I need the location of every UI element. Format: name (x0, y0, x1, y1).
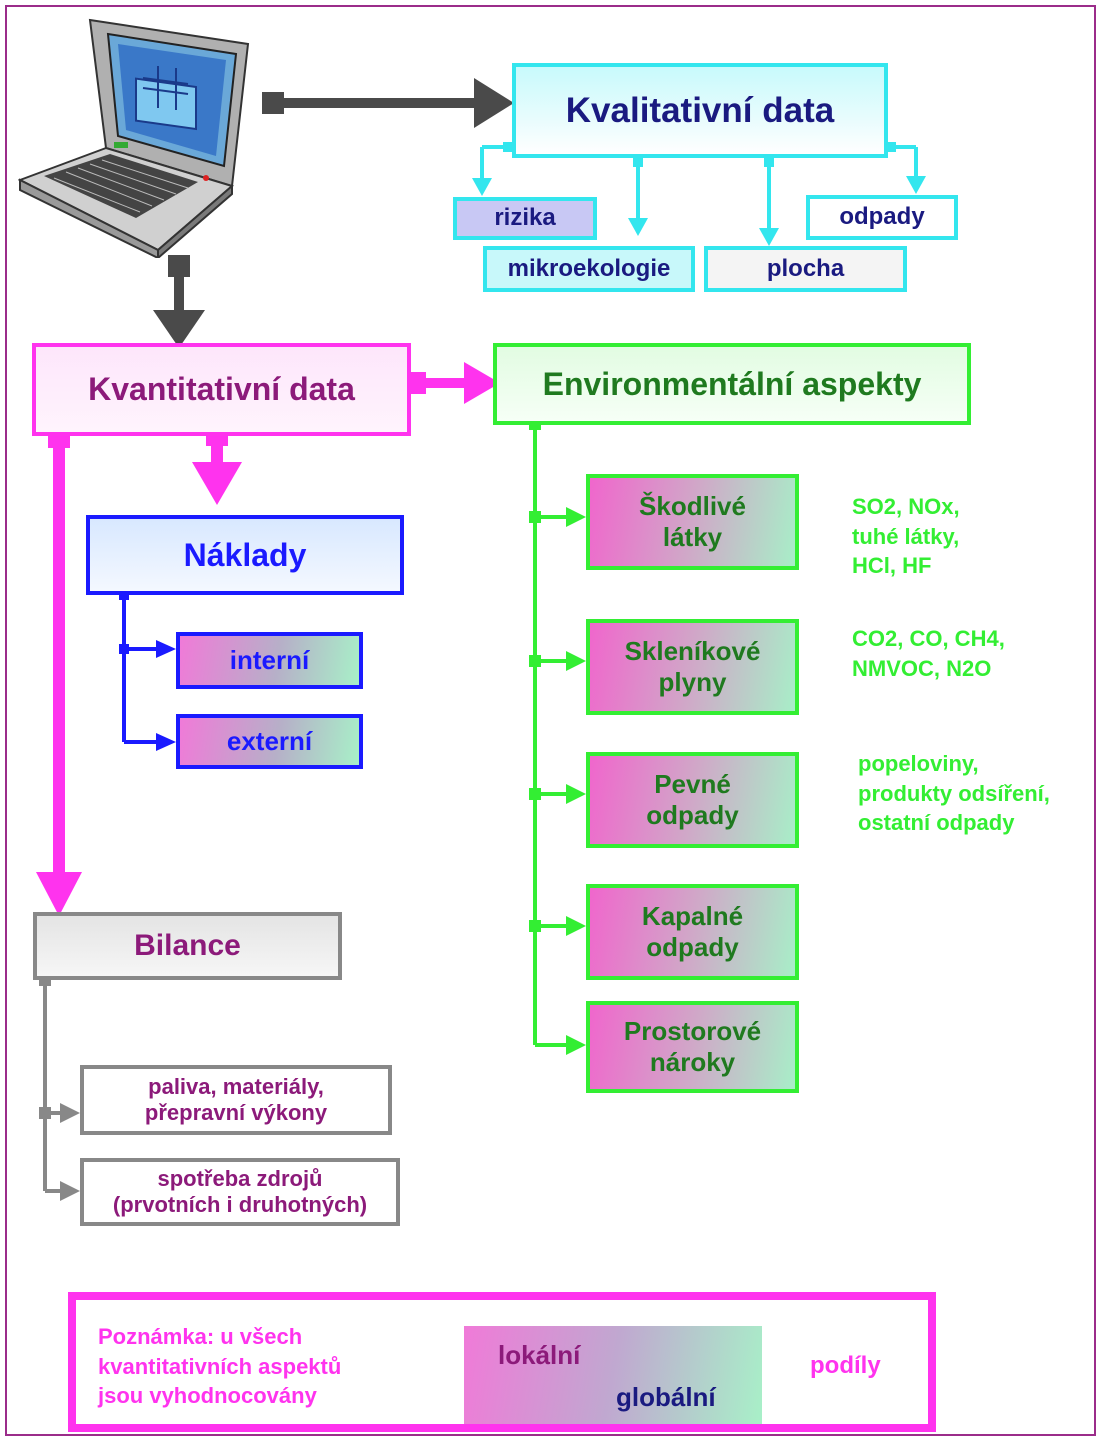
note-line: tuhé látky, (852, 523, 960, 549)
balance-box: Bilance (33, 912, 342, 980)
environmental-item-spatial-demands: Prostorové nároky (586, 1001, 799, 1093)
footnote-line: Poznámka: u všech (98, 1324, 303, 1349)
costs-item-label: externí (226, 725, 313, 756)
qualitative-connectors (472, 142, 926, 246)
environmental-item-label: Pevné (654, 768, 731, 799)
environmental-item-label: odpady (646, 800, 739, 830)
local-global-scale: lokální globální (464, 1326, 762, 1424)
footnote-line: jsou vyhodnocovány (98, 1383, 317, 1409)
footnote-box: Poznámka: u všech kvantitativních aspekt… (68, 1292, 936, 1432)
costs-connectors (119, 590, 176, 751)
note-line: ostatní odpady (858, 810, 1015, 836)
laptop-computer-icon (18, 18, 250, 258)
environmental-item-label: Prostorové (623, 1015, 762, 1046)
arrow-quantitative-to-balance (36, 428, 82, 916)
environmental-connectors (529, 418, 586, 1055)
diagram-frame (5, 5, 1096, 1436)
arrow-quantitative-to-environmental (404, 362, 500, 404)
environmental-item-label: Kapalné (641, 900, 744, 931)
note-line: CO2, CO, CH4, (852, 626, 1005, 651)
arrow-laptop-to-qualitative (262, 78, 514, 128)
arrow-quantitative-to-costs (192, 428, 242, 505)
qualitative-item-odpady: odpady (806, 195, 958, 240)
qualitative-data-box: Kvalitativní data (512, 63, 888, 158)
balance-title: Bilance (134, 929, 241, 962)
note-line: HCl, HF (852, 553, 932, 579)
arrow-laptop-to-quantitative (153, 255, 205, 348)
balance-item-label: (prvotních i druhotných) (112, 1192, 368, 1217)
costs-item-label: interní (229, 644, 310, 675)
note-line: SO2, NOx, (852, 494, 960, 519)
harmful-substances-note: SO2, NOx, tuhé látky, HCl, HF (852, 492, 960, 581)
environmental-item-liquid-waste: Kapalné odpady (586, 884, 799, 980)
environmental-item-label: Skleníkové (624, 635, 761, 666)
environmental-item-greenhouse-gases: Skleníkové plyny (586, 619, 799, 715)
note-line: NMVOC, N2O (852, 655, 992, 681)
environmental-aspects-box: Environmentální aspekty (493, 343, 971, 425)
footnote-suffix: podíly (810, 1352, 881, 1379)
costs-box: Náklady (86, 515, 404, 595)
solid-waste-note: popeloviny, produkty odsíření, ostatní o… (858, 749, 1050, 838)
note-line: popeloviny, (858, 751, 979, 776)
environmental-item-label: plyny (658, 667, 727, 697)
costs-title: Náklady (183, 536, 307, 573)
environmental-item-label: Škodlivé (639, 490, 746, 521)
qualitative-item-mikroekologie: mikroekologie (483, 246, 695, 292)
qualitative-item-plocha: plocha (704, 246, 907, 292)
balance-item-label: přepravní výkony (144, 1100, 328, 1125)
costs-item-external: externí (176, 714, 363, 769)
note-line: produkty odsíření, (858, 780, 1050, 806)
balance-item-label: paliva, materiály, (148, 1073, 324, 1099)
qualitative-item-label: plocha (766, 254, 845, 282)
balance-connectors (39, 976, 80, 1201)
environmental-item-label: odpady (646, 932, 739, 962)
scale-global-label: globální (616, 1382, 716, 1412)
environmental-item-harmful-substances: Škodlivé látky (586, 474, 799, 570)
qualitative-data-title: Kvalitativní data (565, 90, 835, 130)
balance-item-fuels: paliva, materiály, přepravní výkony (80, 1065, 392, 1135)
environmental-item-label: látky (662, 522, 723, 552)
qualitative-item-label: rizika (494, 204, 556, 232)
costs-item-internal: interní (176, 632, 363, 689)
quantitative-data-box: Kvantitativní data (32, 343, 411, 436)
scale-local-label: lokální (498, 1340, 581, 1370)
environmental-aspects-title: Environmentální aspekty (542, 365, 922, 402)
qualitative-item-label: mikroekologie (507, 254, 671, 282)
qualitative-item-label: odpady (839, 203, 925, 231)
footnote-text: Poznámka: u všech kvantitativních aspekt… (98, 1322, 341, 1411)
environmental-item-solid-waste: Pevné odpady (586, 752, 799, 848)
environmental-item-label: nároky (649, 1047, 736, 1077)
greenhouse-gases-note: CO2, CO, CH4, NMVOC, N2O (852, 624, 1005, 683)
qualitative-item-rizika: rizika (453, 197, 597, 240)
balance-item-resources: spotřeba zdrojů (prvotních i druhotných) (80, 1158, 400, 1226)
quantitative-data-title: Kvantitativní data (88, 371, 355, 408)
footnote-line: kvantitativních aspektů (98, 1353, 342, 1379)
balance-item-label: spotřeba zdrojů (157, 1165, 323, 1191)
